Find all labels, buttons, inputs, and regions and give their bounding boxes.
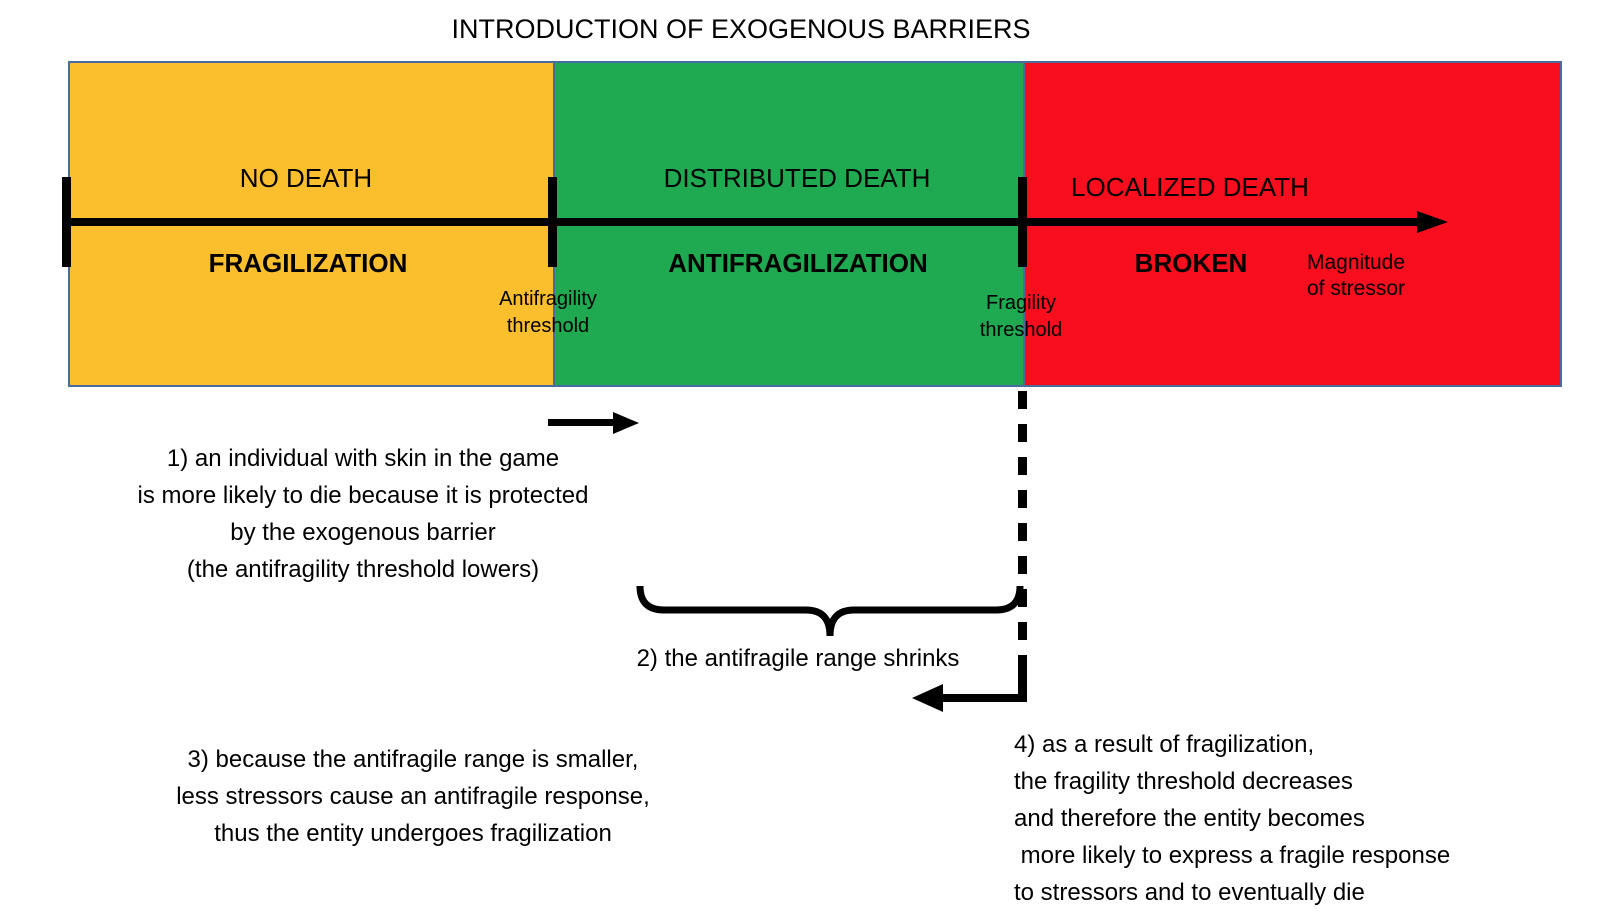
label-no-death: NO DEATH: [239, 163, 373, 193]
axis-arrowhead-icon: [1417, 211, 1448, 233]
note-3: 3) because the antifragile range is smal…: [133, 741, 693, 852]
note-2: 2) the antifragile range shrinks: [598, 640, 998, 677]
magnitude-line-1: Magnitude: [1306, 251, 1406, 274]
fragility-shift-connector-stub: [1018, 670, 1027, 698]
barrier-figure: [68, 61, 1562, 387]
axis-line: [62, 218, 1420, 226]
axis-tick-origin: [62, 177, 71, 267]
antifragility-shift-arrowhead-icon: [613, 412, 639, 434]
label-fragility-threshold: Fragility threshold: [980, 290, 1062, 344]
note-4-line-1: 4) as a result of fragilization,: [1014, 731, 1315, 758]
fragility-shift-arrow-line: [940, 694, 1027, 702]
label-antifragility-threshold: Antifragility threshold: [499, 286, 597, 340]
note-1-line-2: is more likely to die because it is prot…: [137, 482, 589, 509]
note-1-line-3: by the exogenous barrier: [230, 519, 496, 546]
note-4-line-5: to stressors and to eventually die: [1014, 879, 1365, 906]
label-antifragilization: ANTIFRAGILIZATION: [668, 248, 928, 278]
page-title: INTRODUCTION OF EXOGENOUS BARRIERS: [451, 14, 1031, 44]
antifragility-threshold-line-2: threshold: [506, 315, 590, 337]
note-3-line-2: less stressors cause an antifragile resp…: [176, 783, 650, 810]
antifragile-range-brace: [636, 585, 1024, 637]
note-4-line-3: and therefore the entity becomes: [1014, 805, 1365, 832]
fragility-threshold-line-2: threshold: [979, 319, 1063, 341]
label-magnitude-of-stressor: Magnitude of stressor: [1307, 250, 1405, 302]
antifragility-threshold-line-1: Antifragility: [499, 288, 597, 310]
magnitude-line-2: of stressor: [1306, 277, 1406, 300]
note-3-line-3: thus the entity undergoes fragilization: [214, 820, 612, 847]
note-1-line-1: 1) an individual with skin in the game: [166, 445, 560, 472]
note-3-line-1: 3) because the antifragile range is smal…: [187, 746, 639, 773]
note-1-line-4: (the antifragility threshold lowers): [186, 556, 540, 583]
axis-tick-fragility-threshold: [1018, 177, 1027, 267]
note-4: 4) as a result of fragilization, the fra…: [1014, 726, 1574, 911]
label-broken: BROKEN: [1134, 248, 1248, 278]
note-1: 1) an individual with skin in the game i…: [100, 440, 626, 588]
antifragility-shift-arrow-line: [548, 419, 616, 426]
axis-tick-antifragility-threshold: [548, 177, 557, 267]
note-2-line-1: 2) the antifragile range shrinks: [636, 645, 960, 672]
fragility-shift-arrowhead-icon: [912, 684, 943, 712]
label-distributed-death: DISTRIBUTED DEATH: [663, 163, 931, 193]
fragility-threshold-line-1: Fragility: [985, 292, 1056, 314]
label-fragilization: FRAGILIZATION: [208, 248, 408, 278]
label-localized-death: LOCALIZED DEATH: [1071, 172, 1309, 202]
fragility-threshold-dashed-line: [1018, 391, 1027, 672]
note-4-line-2: the fragility threshold decreases: [1014, 768, 1353, 795]
note-4-line-4: more likely to express a fragile respons…: [1014, 842, 1451, 869]
